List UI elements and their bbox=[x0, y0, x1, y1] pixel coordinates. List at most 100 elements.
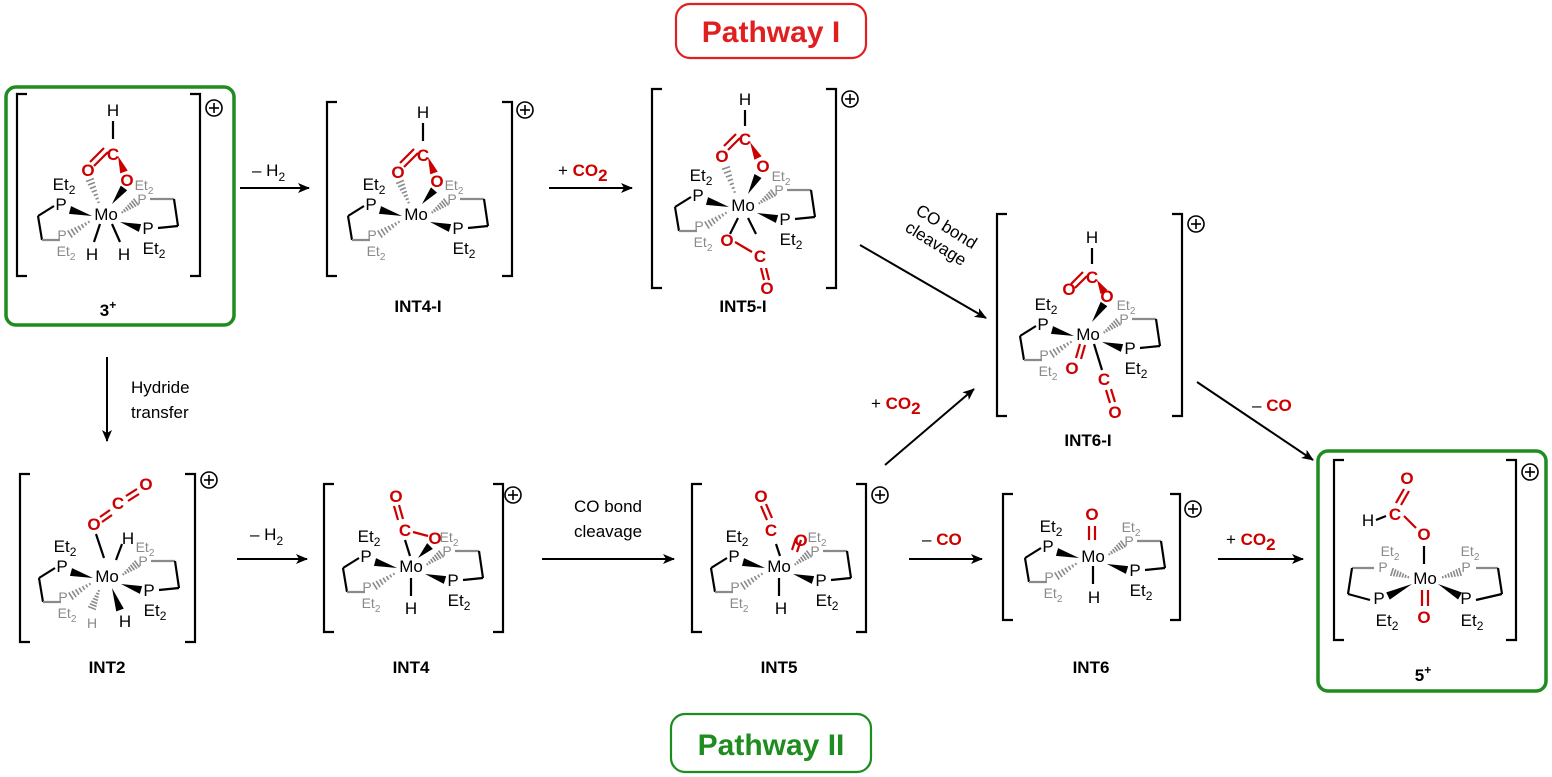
oxygen-atom: O bbox=[1417, 608, 1430, 627]
ethyl-label: Et2 bbox=[53, 175, 76, 197]
ethyl-label: Et2 bbox=[726, 527, 749, 549]
oxygen-atom: O bbox=[87, 515, 100, 534]
charge-symbol bbox=[516, 101, 534, 119]
label-int5-i: INT5-I bbox=[719, 297, 766, 316]
phosphorus-atom-back: P bbox=[442, 543, 451, 559]
oxygen-atom: O bbox=[1400, 469, 1413, 488]
oxygen-atom: O bbox=[120, 171, 133, 190]
oxygen-atom: O bbox=[715, 147, 728, 166]
ethyl-label-back: Et2 bbox=[730, 595, 749, 615]
ethyl-label-back: Et2 bbox=[440, 529, 459, 549]
product-compound-box bbox=[1316, 449, 1548, 693]
charge-symbol bbox=[1184, 500, 1202, 518]
ethyl-label-back: Et2 bbox=[135, 177, 154, 197]
oxygen-atom: O bbox=[1062, 280, 1075, 299]
phosphorus-atom: P bbox=[143, 581, 154, 600]
carbon-atom: C bbox=[399, 521, 411, 540]
reaction-arrows bbox=[102, 183, 1314, 564]
charge-symbol bbox=[1187, 215, 1205, 233]
carbon-atom: C bbox=[1389, 505, 1401, 524]
phosphorus-atom: P bbox=[55, 195, 66, 214]
oxygen-atom: O bbox=[389, 487, 402, 506]
hydrogen-atom: H bbox=[417, 103, 429, 122]
mo-atom: Mo bbox=[399, 557, 423, 576]
mo-atom: Mo bbox=[94, 205, 118, 224]
ethyl-label: Et2 bbox=[1376, 611, 1399, 633]
carbon-atom: C bbox=[754, 247, 766, 266]
ethyl-label: Et2 bbox=[144, 601, 167, 623]
condition-co-bond-b2: cleavage bbox=[574, 522, 642, 541]
ethyl-label: Et2 bbox=[448, 591, 471, 613]
oxygen-atom: O bbox=[1108, 403, 1121, 422]
ethyl-label-back: Et2 bbox=[1381, 543, 1400, 563]
mo-atom: Mo bbox=[95, 567, 119, 586]
phosphorus-atom: P bbox=[452, 219, 463, 238]
mo-atom: Mo bbox=[767, 557, 791, 576]
charge-symbol bbox=[504, 486, 522, 504]
ethyl-label-back: Et2 bbox=[1117, 297, 1136, 317]
oxygen-atom: O bbox=[1085, 505, 1098, 524]
phosphorus-atom-back: P bbox=[138, 553, 147, 569]
carbon-atom: C bbox=[112, 494, 124, 513]
phosphorus-atom: P bbox=[360, 547, 371, 566]
carbon-atom: C bbox=[1086, 268, 1098, 287]
hydride-atom: H bbox=[119, 612, 131, 631]
hydrogen-atom: H bbox=[1362, 511, 1374, 530]
oxygen-atom: O bbox=[1065, 359, 1078, 378]
hydride-atom: H bbox=[122, 529, 134, 548]
charge-symbol bbox=[205, 99, 223, 117]
condition-hydride-line2: transfer bbox=[131, 403, 189, 422]
mo-atom: Mo bbox=[1076, 325, 1100, 344]
phosphorus-atom-back: P bbox=[1378, 559, 1387, 575]
phosphorus-atom: P bbox=[779, 210, 790, 229]
start-compound-box bbox=[4, 85, 236, 327]
phosphorus-atom: P bbox=[1042, 537, 1053, 556]
carbon-atom: C bbox=[739, 130, 751, 149]
mo-atom: Mo bbox=[404, 205, 428, 224]
phosphorus-atom: P bbox=[365, 195, 376, 214]
charge-symbol bbox=[841, 90, 859, 108]
carbon-atom: C bbox=[765, 521, 777, 540]
phosphorus-atom: P bbox=[1129, 561, 1140, 580]
ethyl-label-back: Et2 bbox=[136, 539, 155, 559]
hydride-atom-back: H bbox=[87, 615, 97, 631]
oxygen-atom: O bbox=[430, 172, 443, 191]
phosphorus-atom-back: P bbox=[362, 579, 371, 595]
ethyl-label: Et2 bbox=[1035, 295, 1058, 317]
phosphorus-atom-back: P bbox=[447, 191, 456, 207]
hydrogen-atom: H bbox=[739, 90, 751, 109]
ethyl-label: Et2 bbox=[1461, 611, 1484, 633]
condition-hydride-line1: Hydride bbox=[131, 378, 190, 397]
condition-plus-co2-mid: + CO2 bbox=[871, 394, 921, 418]
condition-minus-h2-bottom: – H2 bbox=[250, 525, 283, 548]
label-5: 5+ bbox=[1415, 663, 1431, 685]
ethyl-label: Et2 bbox=[54, 537, 77, 559]
phosphorus-atom-back: P bbox=[1044, 569, 1053, 585]
condition-minus-co-bottom: – CO bbox=[922, 530, 962, 549]
ethyl-label-back: Et2 bbox=[58, 605, 77, 625]
label-int4: INT4 bbox=[393, 658, 430, 677]
phosphorus-atom-back: P bbox=[1124, 533, 1133, 549]
oxygen-atom: O bbox=[754, 487, 767, 506]
oxygen-atom: O bbox=[720, 231, 733, 250]
ethyl-label: Et2 bbox=[1130, 581, 1153, 603]
ethyl-label: Et2 bbox=[1040, 517, 1063, 539]
phosphorus-atom-back: P bbox=[1119, 311, 1128, 327]
mo-atom: Mo bbox=[731, 196, 755, 215]
ethyl-label-back: Et2 bbox=[1044, 585, 1063, 605]
phosphorus-atom: P bbox=[1037, 315, 1048, 334]
ethyl-label-back: Et2 bbox=[445, 177, 464, 197]
charge-symbol bbox=[871, 486, 889, 504]
hydride-atom: H bbox=[86, 245, 98, 264]
carbon-atom: C bbox=[417, 146, 429, 165]
condition-co-bond-b1: CO bond bbox=[574, 497, 642, 516]
oxygen-atom: O bbox=[139, 475, 152, 494]
phosphorus-atom: P bbox=[142, 219, 153, 238]
